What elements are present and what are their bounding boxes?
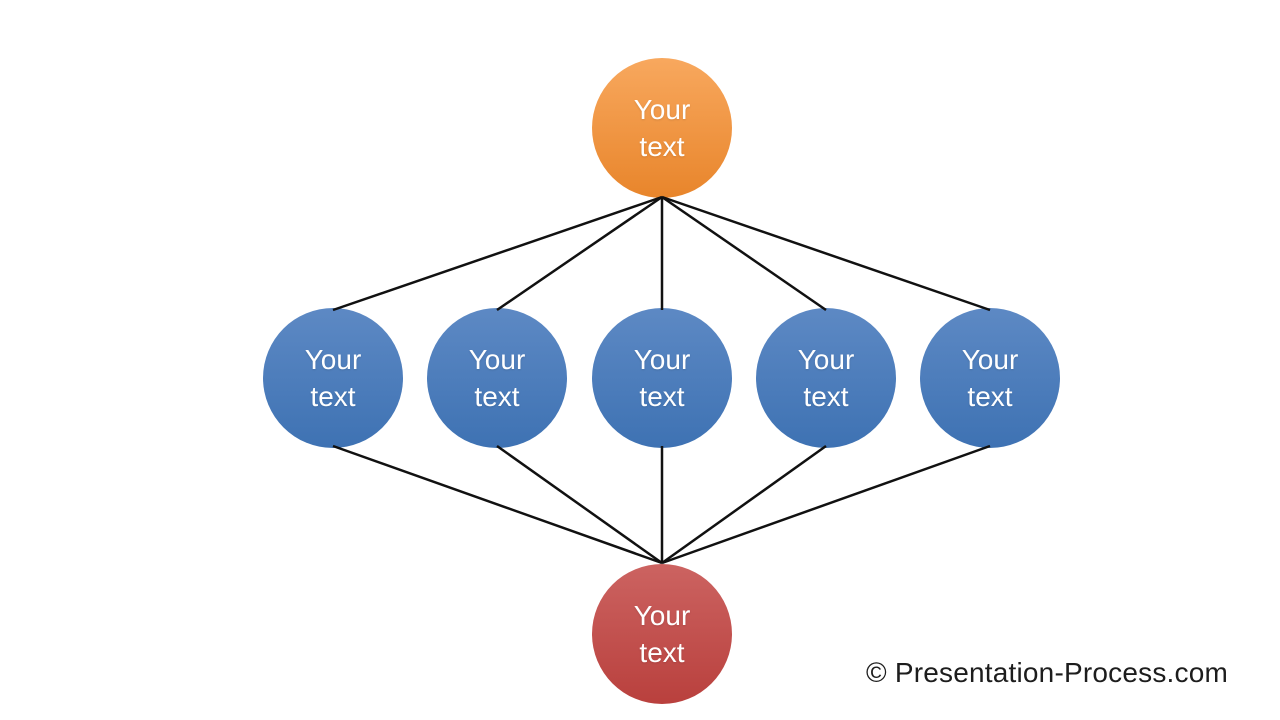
node-label-line: text bbox=[803, 381, 849, 412]
node-label-line: text bbox=[474, 381, 520, 412]
connector-line bbox=[661, 444, 827, 565]
node-label-line: Your bbox=[961, 344, 1019, 375]
connector-line bbox=[661, 444, 991, 565]
node-label-line: Your bbox=[633, 344, 691, 375]
node-label-line: text bbox=[639, 381, 685, 412]
diagram-node-middle-3: Your text bbox=[592, 308, 732, 448]
node-label-line: Your bbox=[633, 600, 691, 631]
connector-line bbox=[332, 444, 663, 565]
node-label-line: text bbox=[639, 637, 685, 668]
node-label-line: Your bbox=[633, 94, 691, 125]
diagram-node-middle-2: Your text bbox=[427, 308, 567, 448]
connector-line bbox=[661, 195, 827, 312]
node-label-line: Your bbox=[304, 344, 362, 375]
diagram-node-middle-5: Your text bbox=[920, 308, 1060, 448]
connector-line bbox=[496, 195, 663, 312]
node-label-line: Your bbox=[468, 344, 526, 375]
watermark-text: © Presentation-Process.com bbox=[866, 657, 1228, 688]
connector-line bbox=[661, 195, 991, 312]
connector-line bbox=[496, 444, 663, 565]
node-label-line: text bbox=[639, 131, 685, 162]
connector-line bbox=[332, 195, 663, 312]
diagram-node-top: Your text bbox=[592, 58, 732, 198]
diagram-node-middle-1: Your text bbox=[263, 308, 403, 448]
diagram-node-bottom: Your text bbox=[592, 564, 732, 704]
node-label-line: text bbox=[967, 381, 1013, 412]
node-label-line: text bbox=[310, 381, 356, 412]
diagram-node-middle-4: Your text bbox=[756, 308, 896, 448]
node-label-line: Your bbox=[797, 344, 855, 375]
